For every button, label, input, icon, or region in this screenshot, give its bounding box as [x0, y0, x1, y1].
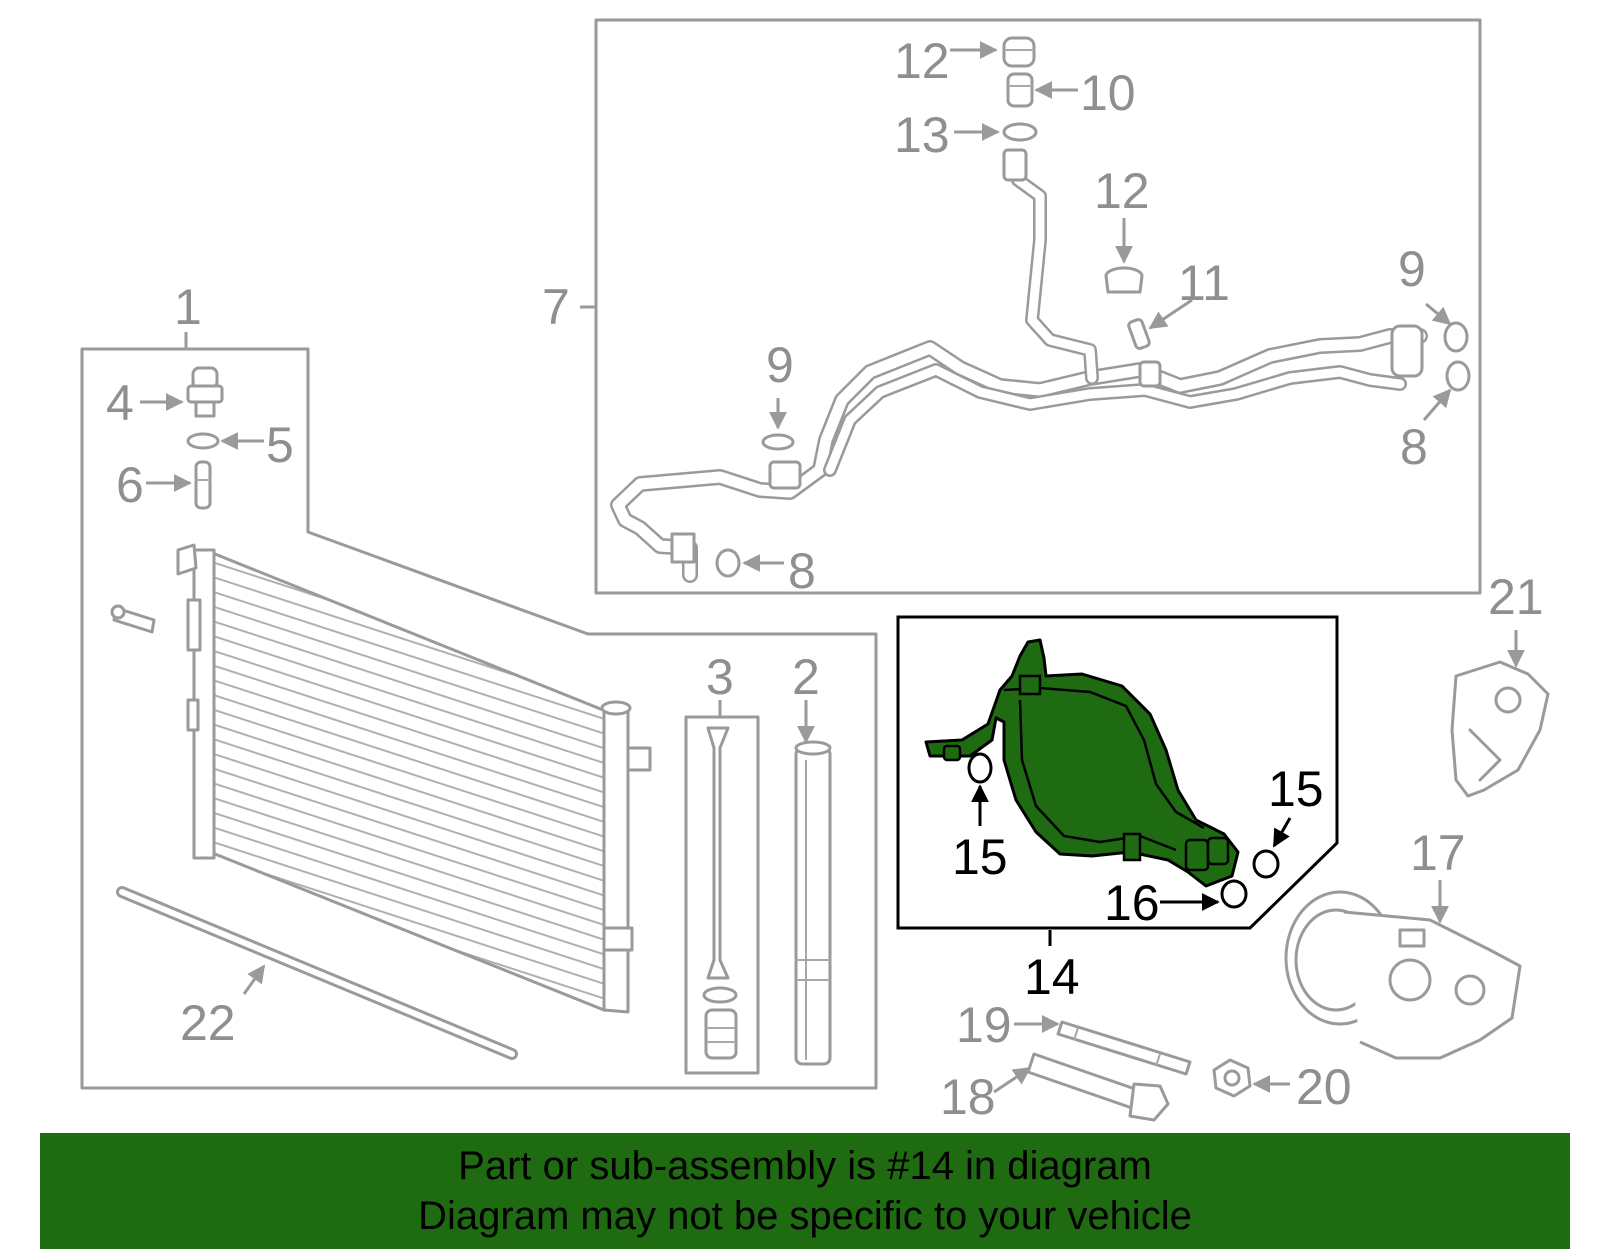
part-9-oring-right-icon — [1443, 321, 1469, 353]
condenser-sensor-icon — [110, 604, 156, 634]
label-18: 18 — [940, 1069, 996, 1125]
banner-line-1: Part or sub-assembly is #14 in diagram — [458, 1144, 1152, 1188]
label-3: 3 — [706, 649, 734, 705]
part-17-compressor-icon — [1284, 890, 1522, 1060]
part-5-oring-icon — [186, 432, 220, 450]
ac-line-assembly-group — [594, 18, 1482, 595]
label-5: 5 — [266, 417, 294, 473]
part-6-valve-core-icon — [194, 460, 212, 510]
label-12-mid: 12 — [1094, 163, 1150, 219]
label-22: 22 — [180, 995, 236, 1051]
part-9-oring-left-icon — [761, 433, 795, 451]
label-1: 1 — [174, 279, 202, 335]
part-10-valve-icon — [1006, 72, 1034, 108]
label-17: 17 — [1410, 825, 1466, 881]
part-21-bracket-icon — [1450, 660, 1550, 798]
label-20: 20 — [1296, 1059, 1352, 1115]
part-19-stud-icon — [1056, 1020, 1192, 1076]
label-14: 14 — [1024, 949, 1080, 1005]
part-16-oring-icon — [1220, 879, 1248, 909]
label-13: 13 — [894, 107, 950, 163]
part-12-cap-mid-icon — [1104, 266, 1144, 294]
label-9-left: 9 — [766, 337, 794, 393]
label-8-right: 8 — [1400, 419, 1428, 475]
label-21: 21 — [1488, 569, 1544, 625]
label-15-left: 15 — [952, 829, 1008, 885]
part-15-oring-left-icon — [967, 752, 993, 784]
label-8-bottom: 8 — [788, 543, 816, 599]
part-14-hose-icon — [924, 638, 1240, 888]
label-10: 10 — [1080, 65, 1136, 121]
part-2-receiver-drier-icon — [794, 740, 832, 1066]
label-4: 4 — [106, 375, 134, 431]
label-16: 16 — [1104, 875, 1160, 931]
part-4-cap-icon — [186, 366, 224, 418]
part-11-valve-core-icon — [1127, 318, 1151, 350]
part-20-nut-icon — [1212, 1058, 1252, 1098]
part-labels: 1 4 5 6 3 2 22 7 12 10 13 12 11 9 9 8 8 … — [106, 33, 1544, 1125]
label-19: 19 — [956, 997, 1012, 1053]
label-15-right: 15 — [1268, 761, 1324, 817]
leader-lines — [140, 41, 1525, 1094]
part-14-group-outline — [896, 615, 1339, 930]
label-2: 2 — [792, 649, 820, 705]
label-12-top: 12 — [894, 33, 950, 89]
part-14-group — [896, 615, 1339, 930]
part-15-oring-right-icon — [1252, 849, 1280, 879]
part-8-oring-right-icon — [1445, 360, 1471, 392]
part-12-cap-top-icon — [1002, 36, 1036, 68]
info-banner: Part or sub-assembly is #14 in diagram D… — [40, 1133, 1570, 1249]
label-9-right: 9 — [1398, 241, 1426, 297]
part-13-oring-icon — [1002, 122, 1038, 142]
condenser-core-icon — [176, 543, 652, 1014]
part-8-oring-bottom-icon — [715, 548, 741, 578]
condenser-assembly-group — [80, 347, 878, 1090]
part-3-desiccant-group — [684, 715, 760, 1075]
banner-line-2: Diagram may not be specific to your vehi… — [418, 1194, 1192, 1238]
label-11: 11 — [1178, 255, 1230, 311]
label-6: 6 — [116, 457, 144, 513]
condenser-group-outline — [80, 347, 878, 1090]
label-7: 7 — [542, 279, 570, 335]
part-18-bolt-icon — [1026, 1052, 1170, 1122]
